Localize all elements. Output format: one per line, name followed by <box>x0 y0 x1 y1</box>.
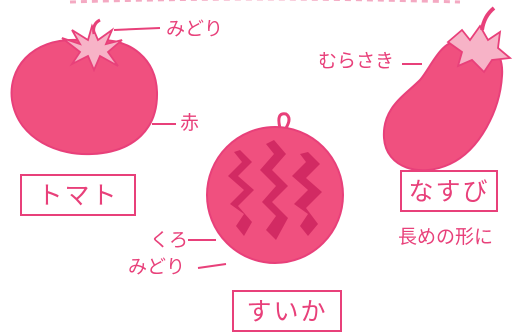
tomato-calyx <box>61 23 123 73</box>
tomato-top-leader <box>113 27 161 31</box>
watermelon-stripe-2 <box>260 140 288 240</box>
watermelon-stripe-3 <box>292 152 322 236</box>
tomato-name-box: トマト <box>20 174 136 216</box>
watermelon-skin-label: みどり <box>128 256 186 278</box>
watermelon-name-box: すいか <box>232 290 342 332</box>
tomato-body <box>10 38 159 156</box>
eggplant-top-label: むらさき <box>318 50 395 72</box>
tomato-side-label: 赤 <box>180 112 200 134</box>
tomato-stem <box>92 18 101 35</box>
watermelon-stripe-1 <box>228 150 254 236</box>
watermelon-stem <box>277 112 291 129</box>
eggplant-name-box: なすび <box>400 170 498 212</box>
cropped-header-text <box>69 0 461 4</box>
watermelon-stripe-label: くろ <box>150 229 189 251</box>
eggplant-note: 長めの形に <box>398 226 494 248</box>
tomato-top-label: みどり <box>166 18 224 40</box>
watermelon-illustration <box>188 112 344 269</box>
eggplant-stem <box>480 6 496 31</box>
eggplant-body <box>382 38 504 172</box>
watermelon-skin-leader <box>197 263 227 269</box>
eggplant-illustration <box>382 6 513 172</box>
eggplant-calyx <box>446 24 513 74</box>
tomato-illustration <box>10 18 176 156</box>
